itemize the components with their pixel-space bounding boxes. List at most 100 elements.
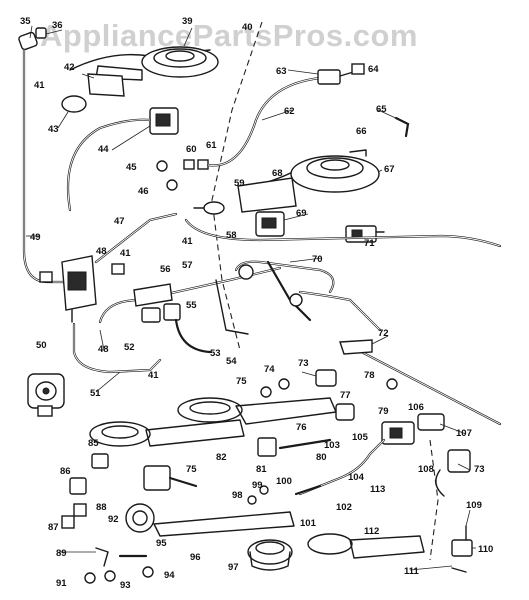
callout-57: 57 xyxy=(182,260,193,271)
callout-45: 45 xyxy=(126,162,137,173)
regulator-50 xyxy=(27,373,65,417)
nut-91 xyxy=(84,572,96,584)
bracket-82-81 xyxy=(257,437,277,457)
callout-59: 59 xyxy=(234,178,245,189)
callout-88: 88 xyxy=(96,502,107,513)
callout-85: 85 xyxy=(88,438,99,449)
tube-47 xyxy=(94,212,178,264)
callout-61: 61 xyxy=(206,140,217,151)
fitting-46 xyxy=(166,179,178,191)
callout-105: 105 xyxy=(352,432,369,443)
callout-101: 101 xyxy=(300,518,317,529)
callout-97: 97 xyxy=(228,562,239,573)
callout-64: 64 xyxy=(368,64,379,75)
callout-55: 55 xyxy=(186,300,197,311)
callout-96: 96 xyxy=(190,552,201,563)
cabinet-outline-lower xyxy=(429,439,439,561)
electrode-80 xyxy=(278,438,332,450)
igniter-85 xyxy=(91,453,109,469)
callout-89: 89 xyxy=(56,548,67,559)
callout-41-mid: 41 xyxy=(120,248,131,259)
callout-73-upper: 73 xyxy=(298,358,309,369)
callout-41-center: 41 xyxy=(182,236,193,247)
tube-51 xyxy=(72,322,162,374)
tube-100 xyxy=(294,484,322,496)
manifold-56 xyxy=(98,266,282,324)
callout-65: 65 xyxy=(376,104,387,115)
callout-75-lower: 75 xyxy=(186,464,197,475)
callout-56: 56 xyxy=(160,264,171,275)
regulator-48 xyxy=(61,255,97,323)
nut-99 xyxy=(259,485,269,495)
callout-66: 66 xyxy=(356,126,367,137)
callout-41-lower: 41 xyxy=(148,370,159,381)
callout-94: 94 xyxy=(164,570,175,581)
callout-104: 104 xyxy=(348,472,365,483)
bracket-42 xyxy=(87,73,125,97)
manifold-rail-72 xyxy=(339,339,502,426)
nut-75 xyxy=(260,386,272,398)
callout-110: 110 xyxy=(478,544,493,555)
callout-111: 111 xyxy=(404,566,420,577)
tube-62 xyxy=(206,76,322,167)
fitting-60 xyxy=(183,159,195,170)
valve-79 xyxy=(381,421,415,445)
callout-76: 76 xyxy=(296,422,307,433)
orifice-holder-69 xyxy=(255,211,285,237)
callout-93: 93 xyxy=(120,580,131,591)
valve-43 xyxy=(61,95,87,113)
elbow-65 xyxy=(394,116,410,138)
callout-52: 52 xyxy=(124,342,135,353)
valve-108 xyxy=(435,449,471,497)
burner-39 xyxy=(69,46,219,81)
callout-79: 79 xyxy=(378,406,389,417)
callout-68: 68 xyxy=(272,168,283,179)
cabinet-outline xyxy=(211,21,263,351)
part-88 xyxy=(73,503,87,517)
gas-line-49 xyxy=(22,48,72,284)
callout-42: 42 xyxy=(64,62,75,73)
callout-49: 49 xyxy=(30,232,41,243)
callout-35: 35 xyxy=(20,16,31,27)
valve-55 xyxy=(163,303,181,321)
callout-87: 87 xyxy=(48,522,59,533)
burner-97 xyxy=(247,539,293,571)
fitting-45 xyxy=(156,160,168,172)
callout-112: 112 xyxy=(364,526,379,537)
callout-44: 44 xyxy=(98,144,109,155)
callout-99: 99 xyxy=(252,480,263,491)
callout-48-lower: 48 xyxy=(98,344,109,355)
fitting-41-left xyxy=(39,271,53,283)
callout-63: 63 xyxy=(276,66,287,77)
burner-tube-57 xyxy=(234,260,382,332)
callout-67: 67 xyxy=(384,164,395,175)
nut-74 xyxy=(278,378,290,390)
callout-46: 46 xyxy=(138,186,149,197)
callout-103: 103 xyxy=(324,440,340,451)
bracket-54 xyxy=(215,279,249,335)
igniter-59 xyxy=(193,201,225,215)
bracket-89 xyxy=(95,547,109,567)
orifice-holder-44 xyxy=(149,107,179,135)
callout-70: 70 xyxy=(312,254,323,265)
regulator-92 xyxy=(125,503,155,533)
callout-95: 95 xyxy=(156,538,167,549)
nut-93 xyxy=(104,570,116,582)
valve-52 xyxy=(141,307,161,323)
burner-67 xyxy=(237,155,380,213)
callout-40: 40 xyxy=(242,22,253,33)
callout-91: 91 xyxy=(56,578,67,589)
callout-98: 98 xyxy=(232,490,243,501)
leader-lines xyxy=(26,25,476,571)
watermark-text: AppliancePartsPros.com xyxy=(40,18,418,53)
valve-77 xyxy=(335,403,355,421)
tube-53 xyxy=(174,318,212,354)
bracket-110 xyxy=(451,525,473,557)
callout-102: 102 xyxy=(336,502,352,513)
nut-78 xyxy=(386,378,398,390)
callout-51: 51 xyxy=(90,388,101,399)
burner-112 xyxy=(307,533,425,559)
callout-109: 109 xyxy=(466,500,482,511)
callout-60: 60 xyxy=(186,144,197,155)
